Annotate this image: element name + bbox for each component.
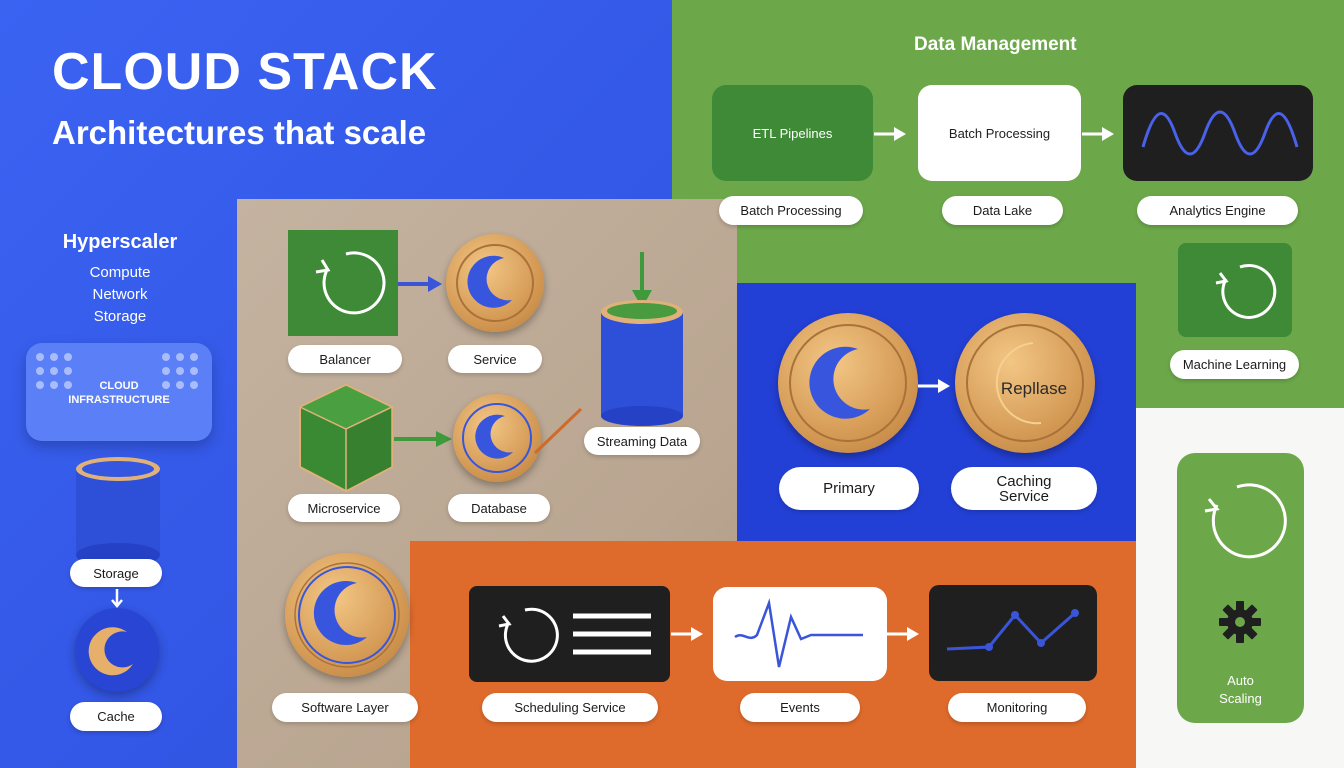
refresh-icon	[498, 607, 559, 663]
moon-icon	[456, 244, 534, 322]
primary-coin[interactable]	[778, 313, 918, 453]
arrow-right-icon	[1082, 127, 1114, 141]
cube-icon	[298, 383, 394, 493]
events-box[interactable]	[713, 587, 887, 681]
replica-coin[interactable]: Repllase	[955, 313, 1095, 453]
scheduling-service-box[interactable]	[469, 586, 670, 682]
replace-label: Repllase	[1000, 379, 1068, 398]
service-label[interactable]: Service	[448, 345, 542, 373]
arrow-right-icon	[394, 431, 452, 447]
etl-pipelines-label: ETL Pipelines	[752, 125, 833, 141]
data-lake-label[interactable]: Data Lake	[942, 196, 1063, 225]
menu-lines-icon	[573, 613, 651, 655]
analytics-engine-label[interactable]: Analytics Engine	[1137, 196, 1298, 225]
gear-icon	[1219, 601, 1261, 643]
connector-line	[533, 407, 583, 455]
software-layer-label[interactable]: Software Layer	[272, 693, 418, 722]
database-label[interactable]: Database	[448, 494, 550, 522]
cloud-infrastructure-card[interactable]: CLOUD INFRASTRUCTURE	[26, 343, 212, 441]
auto-scaling-label-1: Auto	[1227, 673, 1254, 688]
server-dots-left-icon	[36, 353, 72, 389]
hyperscaler-item-storage: Storage	[93, 308, 147, 325]
monitoring-box[interactable]	[929, 585, 1097, 681]
storage-label[interactable]: Storage	[70, 559, 162, 587]
arrow-right-icon	[918, 379, 950, 393]
arrow-right-icon	[874, 127, 906, 141]
monitoring-label[interactable]: Monitoring	[948, 693, 1086, 722]
hyperscaler-title: Hyperscaler	[62, 231, 178, 253]
batch-processing-box-label: Batch Processing	[948, 125, 1051, 141]
streaming-data-label[interactable]: Streaming Data	[584, 427, 700, 455]
moon-icon	[88, 627, 133, 676]
scheduling-service-label[interactable]: Scheduling Service	[482, 693, 658, 722]
refresh-icon	[315, 251, 386, 315]
cache-label[interactable]: Cache	[70, 702, 162, 731]
moon-outline-icon	[966, 324, 1084, 442]
auto-scaling-label-2: Scaling	[1219, 691, 1262, 706]
pulse-icon	[734, 598, 863, 668]
batch-processing-box[interactable]: Batch Processing	[918, 85, 1081, 181]
arrow-right-icon	[671, 627, 703, 641]
auto-scaling-card[interactable]: Auto Scaling	[1177, 453, 1304, 723]
hyperscaler-item-network: Network	[92, 286, 148, 303]
streaming-cylinder-icon	[601, 300, 683, 426]
hyperscaler-item-compute: Compute	[89, 264, 151, 281]
page-subtitle: Architectures that scale	[52, 114, 427, 151]
refresh-icon	[1215, 263, 1277, 319]
service-coin[interactable]	[446, 234, 544, 332]
events-label[interactable]: Events	[740, 693, 860, 722]
analytics-engine-box[interactable]	[1123, 85, 1313, 181]
balancer-label[interactable]: Balancer	[288, 345, 402, 373]
primary-label[interactable]: Primary	[779, 467, 919, 510]
streaming-arrow-down-icon	[632, 252, 652, 308]
arrow-right-icon	[398, 276, 442, 292]
cloud-infrastructure-label-1: CLOUD	[99, 380, 139, 392]
cache-moon-circle[interactable]	[75, 608, 159, 692]
moon-icon	[789, 324, 907, 442]
batch-processing-label[interactable]: Batch Processing	[719, 196, 863, 225]
arrow-down-icon	[111, 589, 123, 608]
moon-icon	[294, 562, 400, 668]
server-dots-right-icon	[162, 353, 198, 389]
storage-cylinder-icon	[76, 457, 160, 567]
microservice-label[interactable]: Microservice	[288, 494, 400, 522]
database-coin[interactable]	[453, 394, 541, 482]
machine-learning-box[interactable]	[1178, 243, 1292, 337]
caching-service-line-1: Caching	[996, 472, 1052, 490]
cloud-infrastructure-label-2: INFRASTRUCTURE	[68, 394, 170, 406]
caching-service-line-2: Service	[998, 487, 1050, 505]
arrow-right-icon	[887, 627, 919, 641]
moon-icon	[462, 403, 532, 473]
data-management-title: Data Management	[914, 34, 1077, 55]
caching-service-label[interactable]: Caching Service	[951, 467, 1097, 510]
line-chart-icon	[946, 609, 1079, 651]
machine-learning-label[interactable]: Machine Learning	[1170, 350, 1299, 379]
refresh-icon	[1204, 483, 1287, 559]
page-title: CLOUD STACK	[52, 43, 438, 101]
wave-icon	[1141, 110, 1299, 156]
etl-pipelines-box[interactable]: ETL Pipelines	[712, 85, 873, 181]
software-layer-coin[interactable]	[285, 553, 409, 677]
balancer-box[interactable]	[288, 230, 398, 336]
